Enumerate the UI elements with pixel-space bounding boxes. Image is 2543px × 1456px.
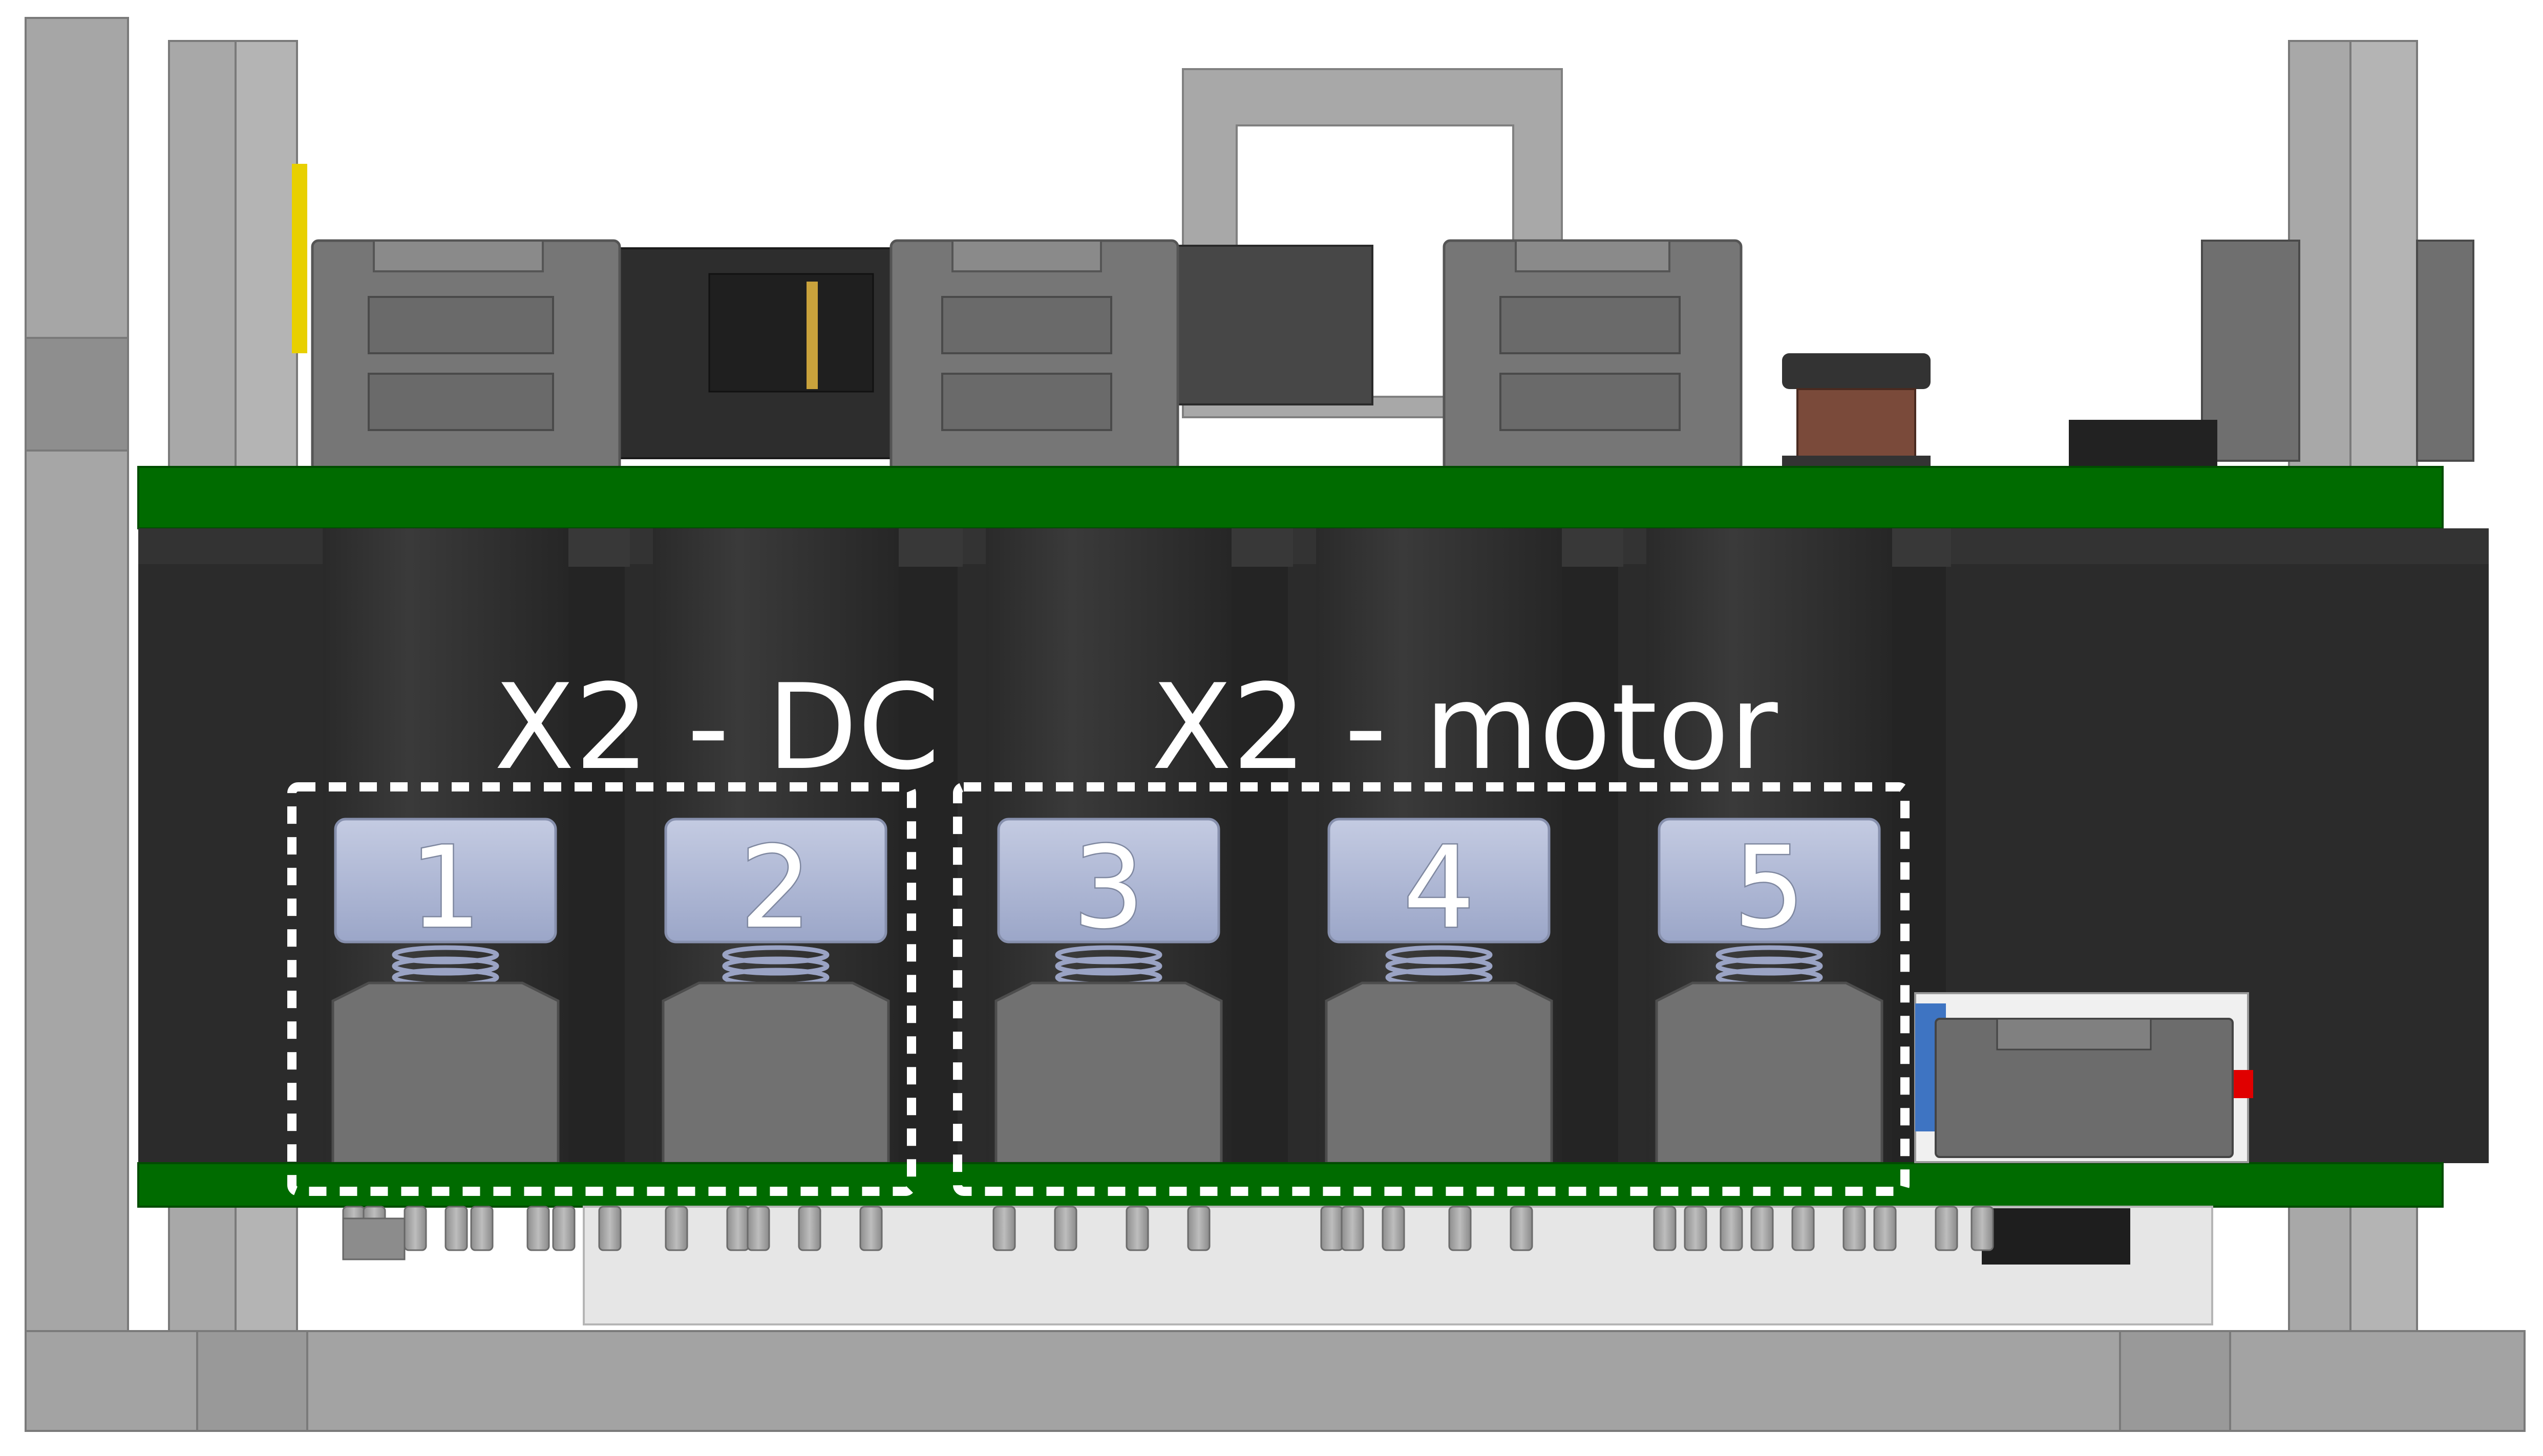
lower-pcb	[137, 1162, 2444, 1208]
spring-coil	[392, 945, 499, 965]
left-foot	[196, 1330, 308, 1432]
terminal-cap	[1658, 818, 1881, 944]
solder-pin	[1842, 1206, 1866, 1251]
label-x2-motor: X2 - motor	[1151, 659, 1778, 796]
terminal-number-3: 3	[1073, 822, 1145, 953]
right-edge-connector	[2416, 240, 2474, 462]
solder-pin	[1054, 1206, 1077, 1251]
solder-pin	[1791, 1206, 1815, 1251]
solder-pin	[798, 1206, 821, 1251]
solder-pin	[1341, 1206, 1364, 1251]
dc-group-outline	[287, 782, 916, 1196]
rj-connector-3	[1443, 239, 1743, 473]
solder-pin	[552, 1206, 576, 1251]
small-ic	[2069, 420, 2217, 466]
solder-pin	[859, 1206, 883, 1251]
standoff-nut	[342, 1217, 406, 1260]
inductor	[1782, 353, 1931, 471]
upper-components	[292, 164, 2474, 473]
under-pcb-hardware	[342, 1206, 2213, 1325]
left-outer-rail	[25, 17, 129, 1432]
solder-pin	[1653, 1206, 1677, 1251]
terminal-numbers: 1 2 3 4 5	[409, 821, 1807, 955]
solder-pin	[1935, 1206, 1958, 1251]
terminal-cap	[334, 818, 557, 944]
solder-pin	[992, 1206, 1016, 1251]
solder-pin	[1320, 1206, 1344, 1251]
spring-coil	[392, 956, 499, 976]
solder-pin	[1448, 1206, 1472, 1251]
terminal-row	[323, 528, 1951, 1165]
solder-pin	[1720, 1206, 1743, 1251]
solder-pin	[726, 1206, 750, 1251]
gold-pin	[807, 282, 818, 389]
right-stack-module	[2201, 240, 2300, 462]
label-x2-dc: X2 - DC	[494, 659, 940, 796]
spring-coil	[1385, 945, 1493, 965]
solder-pin	[1970, 1206, 1994, 1251]
spring-coil	[722, 956, 830, 976]
solder-pin	[1750, 1206, 1774, 1251]
solder-pin	[1873, 1206, 1897, 1251]
spring-coil	[1715, 945, 1823, 965]
terminal-body	[994, 981, 1223, 1165]
pin-header	[708, 273, 874, 393]
spring-coil	[722, 945, 830, 965]
terminal-body	[1655, 981, 1883, 1165]
terminal-cap	[997, 818, 1220, 944]
base-plate	[25, 1330, 2526, 1432]
terminal-3	[986, 528, 1232, 1165]
upper-pcb	[137, 466, 2444, 529]
terminal-2	[653, 528, 899, 1165]
solder-pin	[1126, 1206, 1149, 1251]
terminal-1	[323, 528, 568, 1165]
solder-pin	[1187, 1206, 1211, 1251]
solder-pin	[598, 1206, 622, 1251]
rj-connector-1	[311, 239, 621, 473]
terminal-cap	[1327, 818, 1551, 944]
rj-connector-2	[889, 239, 1179, 473]
terminal-cap	[664, 818, 887, 944]
solder-pin	[526, 1206, 550, 1251]
terminal-number-1: 1	[410, 822, 481, 953]
solder-pin	[1510, 1206, 1533, 1251]
solder-pin	[665, 1206, 688, 1251]
terminal-number-5: 5	[1733, 822, 1805, 953]
yellow-cable	[292, 164, 307, 353]
terminal-number-4: 4	[1403, 822, 1475, 953]
bottom-black-ic	[1982, 1208, 2130, 1265]
terminal-body	[662, 981, 890, 1165]
terminal-5	[1646, 528, 1892, 1165]
solder-pin	[1382, 1206, 1405, 1251]
spring-coil	[1715, 956, 1823, 976]
solder-pin	[470, 1206, 494, 1251]
spring-coil	[1055, 956, 1162, 976]
terminal-body	[331, 981, 560, 1165]
terminal-number-2: 2	[740, 822, 812, 953]
solder-pin	[1684, 1206, 1707, 1251]
dark-module	[1141, 245, 1373, 405]
solder-pins	[342, 1206, 1994, 1260]
left-rail-notch	[25, 337, 129, 452]
spring-coil	[1055, 945, 1162, 965]
solder-pin	[444, 1206, 468, 1251]
spring-coil	[1385, 956, 1493, 976]
side-connector	[1914, 992, 2253, 1163]
solder-pin	[404, 1206, 427, 1251]
solder-pin	[747, 1206, 770, 1251]
motor-group-outline	[953, 782, 1910, 1196]
terminal-body	[1325, 981, 1553, 1165]
right-foot	[2119, 1330, 2231, 1432]
